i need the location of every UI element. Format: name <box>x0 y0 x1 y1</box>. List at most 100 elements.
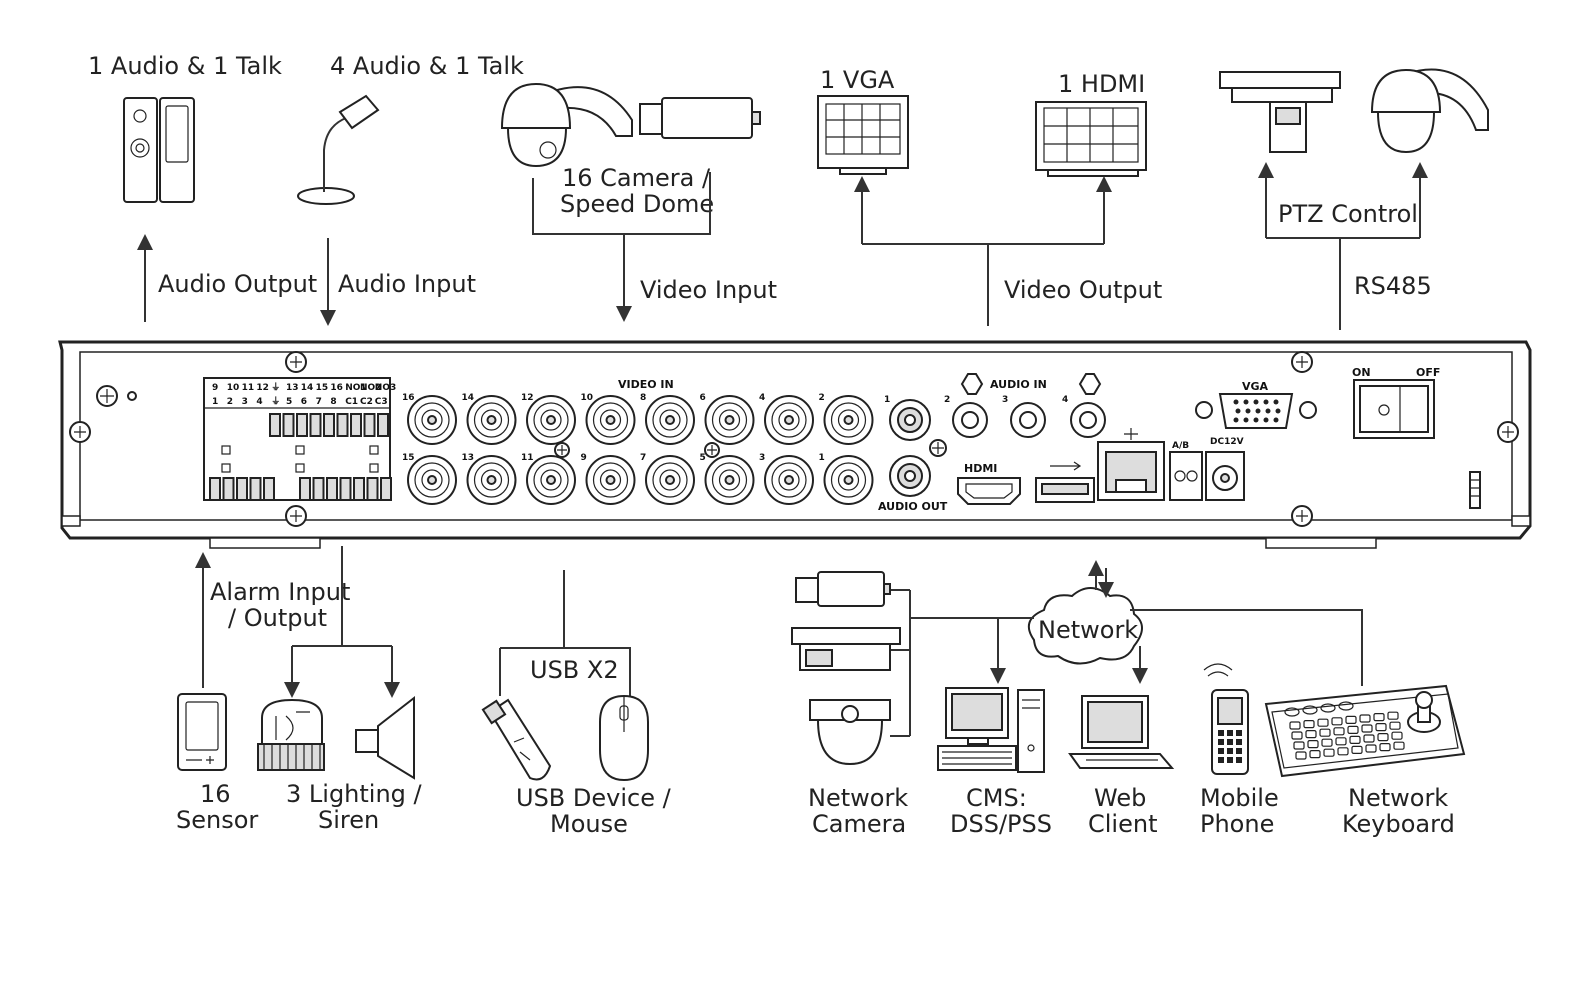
label-camera-line2: Speed Dome <box>560 190 714 218</box>
screw-icon <box>1291 351 1313 373</box>
alarm-output-line <box>292 546 392 647</box>
label-sensor-line2: Sensor <box>176 806 258 834</box>
hdmi-port <box>957 477 1021 505</box>
terminal-square <box>221 445 231 455</box>
bnc-connector <box>407 395 457 445</box>
terminal-pin <box>269 413 281 437</box>
bnc-number: 5 <box>700 453 706 463</box>
plus-screw-icon <box>929 439 947 457</box>
terminal-pin <box>336 413 349 437</box>
label-keyboard-line2: Keyboard <box>1342 810 1455 838</box>
bnc-number: 10 <box>581 393 594 403</box>
terminal-pin <box>350 413 362 437</box>
hdmi-port-label: HDMI <box>964 462 997 475</box>
off-label: OFF <box>1416 366 1440 379</box>
audio-out-label: AUDIO OUT <box>878 500 948 513</box>
label-usb-line2: Mouse <box>550 810 628 838</box>
vga-port-label: VGA <box>1242 380 1269 393</box>
alarm-top-label: NO1 <box>345 383 366 393</box>
hex-nut-icon <box>1078 373 1102 395</box>
label-usb-x2: USB X2 <box>530 656 619 684</box>
terminal-pin <box>296 413 308 437</box>
audio-out-rca <box>889 455 931 497</box>
video-output-line <box>861 186 1105 326</box>
cms-computer-icon <box>937 687 1045 773</box>
label-siren-line1: 3 Lighting / <box>286 780 423 808</box>
label-video-input: Video Input <box>640 276 777 304</box>
plus-screw-icon <box>554 442 570 458</box>
bnc-connector <box>823 455 874 505</box>
audio-in-number-3: 3 <box>1002 395 1008 405</box>
usb-line <box>499 570 631 696</box>
terminal-pin <box>353 477 365 501</box>
ground-screw-icon <box>96 385 137 407</box>
label-vga: 1 VGA <box>820 66 895 94</box>
network-cloud-icon <box>1027 587 1143 665</box>
terminal-pin <box>263 477 275 501</box>
terminal-pin <box>209 477 221 501</box>
bnc-number: 13 <box>462 453 475 463</box>
bnc-connector <box>645 455 695 505</box>
alarm-top-label: NO3 <box>375 383 396 393</box>
audio-rca-1 <box>889 399 931 441</box>
label-rs485: RS485 <box>1354 272 1432 300</box>
label-camera-line1: 16 Camera / <box>562 164 711 192</box>
screw-icon <box>285 505 307 527</box>
alarm-pins <box>209 413 392 501</box>
label-cms-line2: DSS/PSS <box>950 810 1052 838</box>
hdmi-monitor-icon <box>1035 101 1147 177</box>
alarm-top-label: 14 <box>301 383 314 393</box>
alarm-bottom-label: 2 <box>227 397 233 407</box>
bnc-connector <box>585 395 636 445</box>
label-netcam-line2: Camera <box>812 810 906 838</box>
audio-in-number-4: 4 <box>1062 395 1068 405</box>
terminal-pin <box>363 413 376 437</box>
mobile-phone-icon <box>1203 663 1249 775</box>
bnc-number: 3 <box>759 453 765 463</box>
screw-icon <box>285 351 307 373</box>
screw-icon <box>1497 421 1519 443</box>
mouse-icon <box>599 694 649 782</box>
label-network: Network <box>1038 616 1138 644</box>
rs485-line <box>1266 237 1420 330</box>
label-usb-line1: USB Device / <box>516 784 672 812</box>
label-web-line2: Client <box>1088 810 1157 838</box>
terminal-pin <box>299 477 311 501</box>
alarm-top-label: 10 <box>227 383 240 393</box>
bnc-connector <box>645 395 695 445</box>
alarm-bottom-label: C3 <box>375 397 388 407</box>
bnc-connector <box>704 455 755 505</box>
speed-dome-camera-icon <box>500 82 633 168</box>
bnc-number: 16 <box>402 393 415 403</box>
label-mobile-line2: Phone <box>1200 810 1274 838</box>
lighting-icon <box>355 695 415 780</box>
power-switch[interactable] <box>1353 379 1435 439</box>
alarm-bottom-label: 6 <box>301 397 307 407</box>
label-cms-line1: CMS: <box>966 784 1027 812</box>
terminal-pin <box>222 477 235 501</box>
bnc-number: 2 <box>819 393 825 403</box>
bnc-connector <box>526 455 576 505</box>
cable-clip-icon <box>1469 471 1481 509</box>
terminal-pin <box>339 477 352 501</box>
network-camera-line <box>888 589 911 737</box>
label-ptz-control: PTZ Control <box>1278 200 1418 228</box>
hex-nut-icon <box>960 373 984 395</box>
terminal-square <box>221 463 231 473</box>
alarm-bottom-label: C2 <box>360 397 373 407</box>
ab-label: A/B <box>1172 441 1189 451</box>
vga-port <box>1195 393 1317 429</box>
box-camera-icon <box>639 97 761 139</box>
alarm-bottom-label: 1 <box>212 397 218 407</box>
bnc-number: 1 <box>819 453 825 463</box>
label-hdmi: 1 HDMI <box>1058 70 1145 98</box>
screw-icon <box>1291 505 1313 527</box>
terminal-square <box>295 463 305 473</box>
dc-label: DC12V <box>1210 437 1244 447</box>
bnc-connector <box>585 455 636 505</box>
screw-icon <box>69 421 91 443</box>
ptz-speed-dome-icon <box>1370 68 1489 154</box>
